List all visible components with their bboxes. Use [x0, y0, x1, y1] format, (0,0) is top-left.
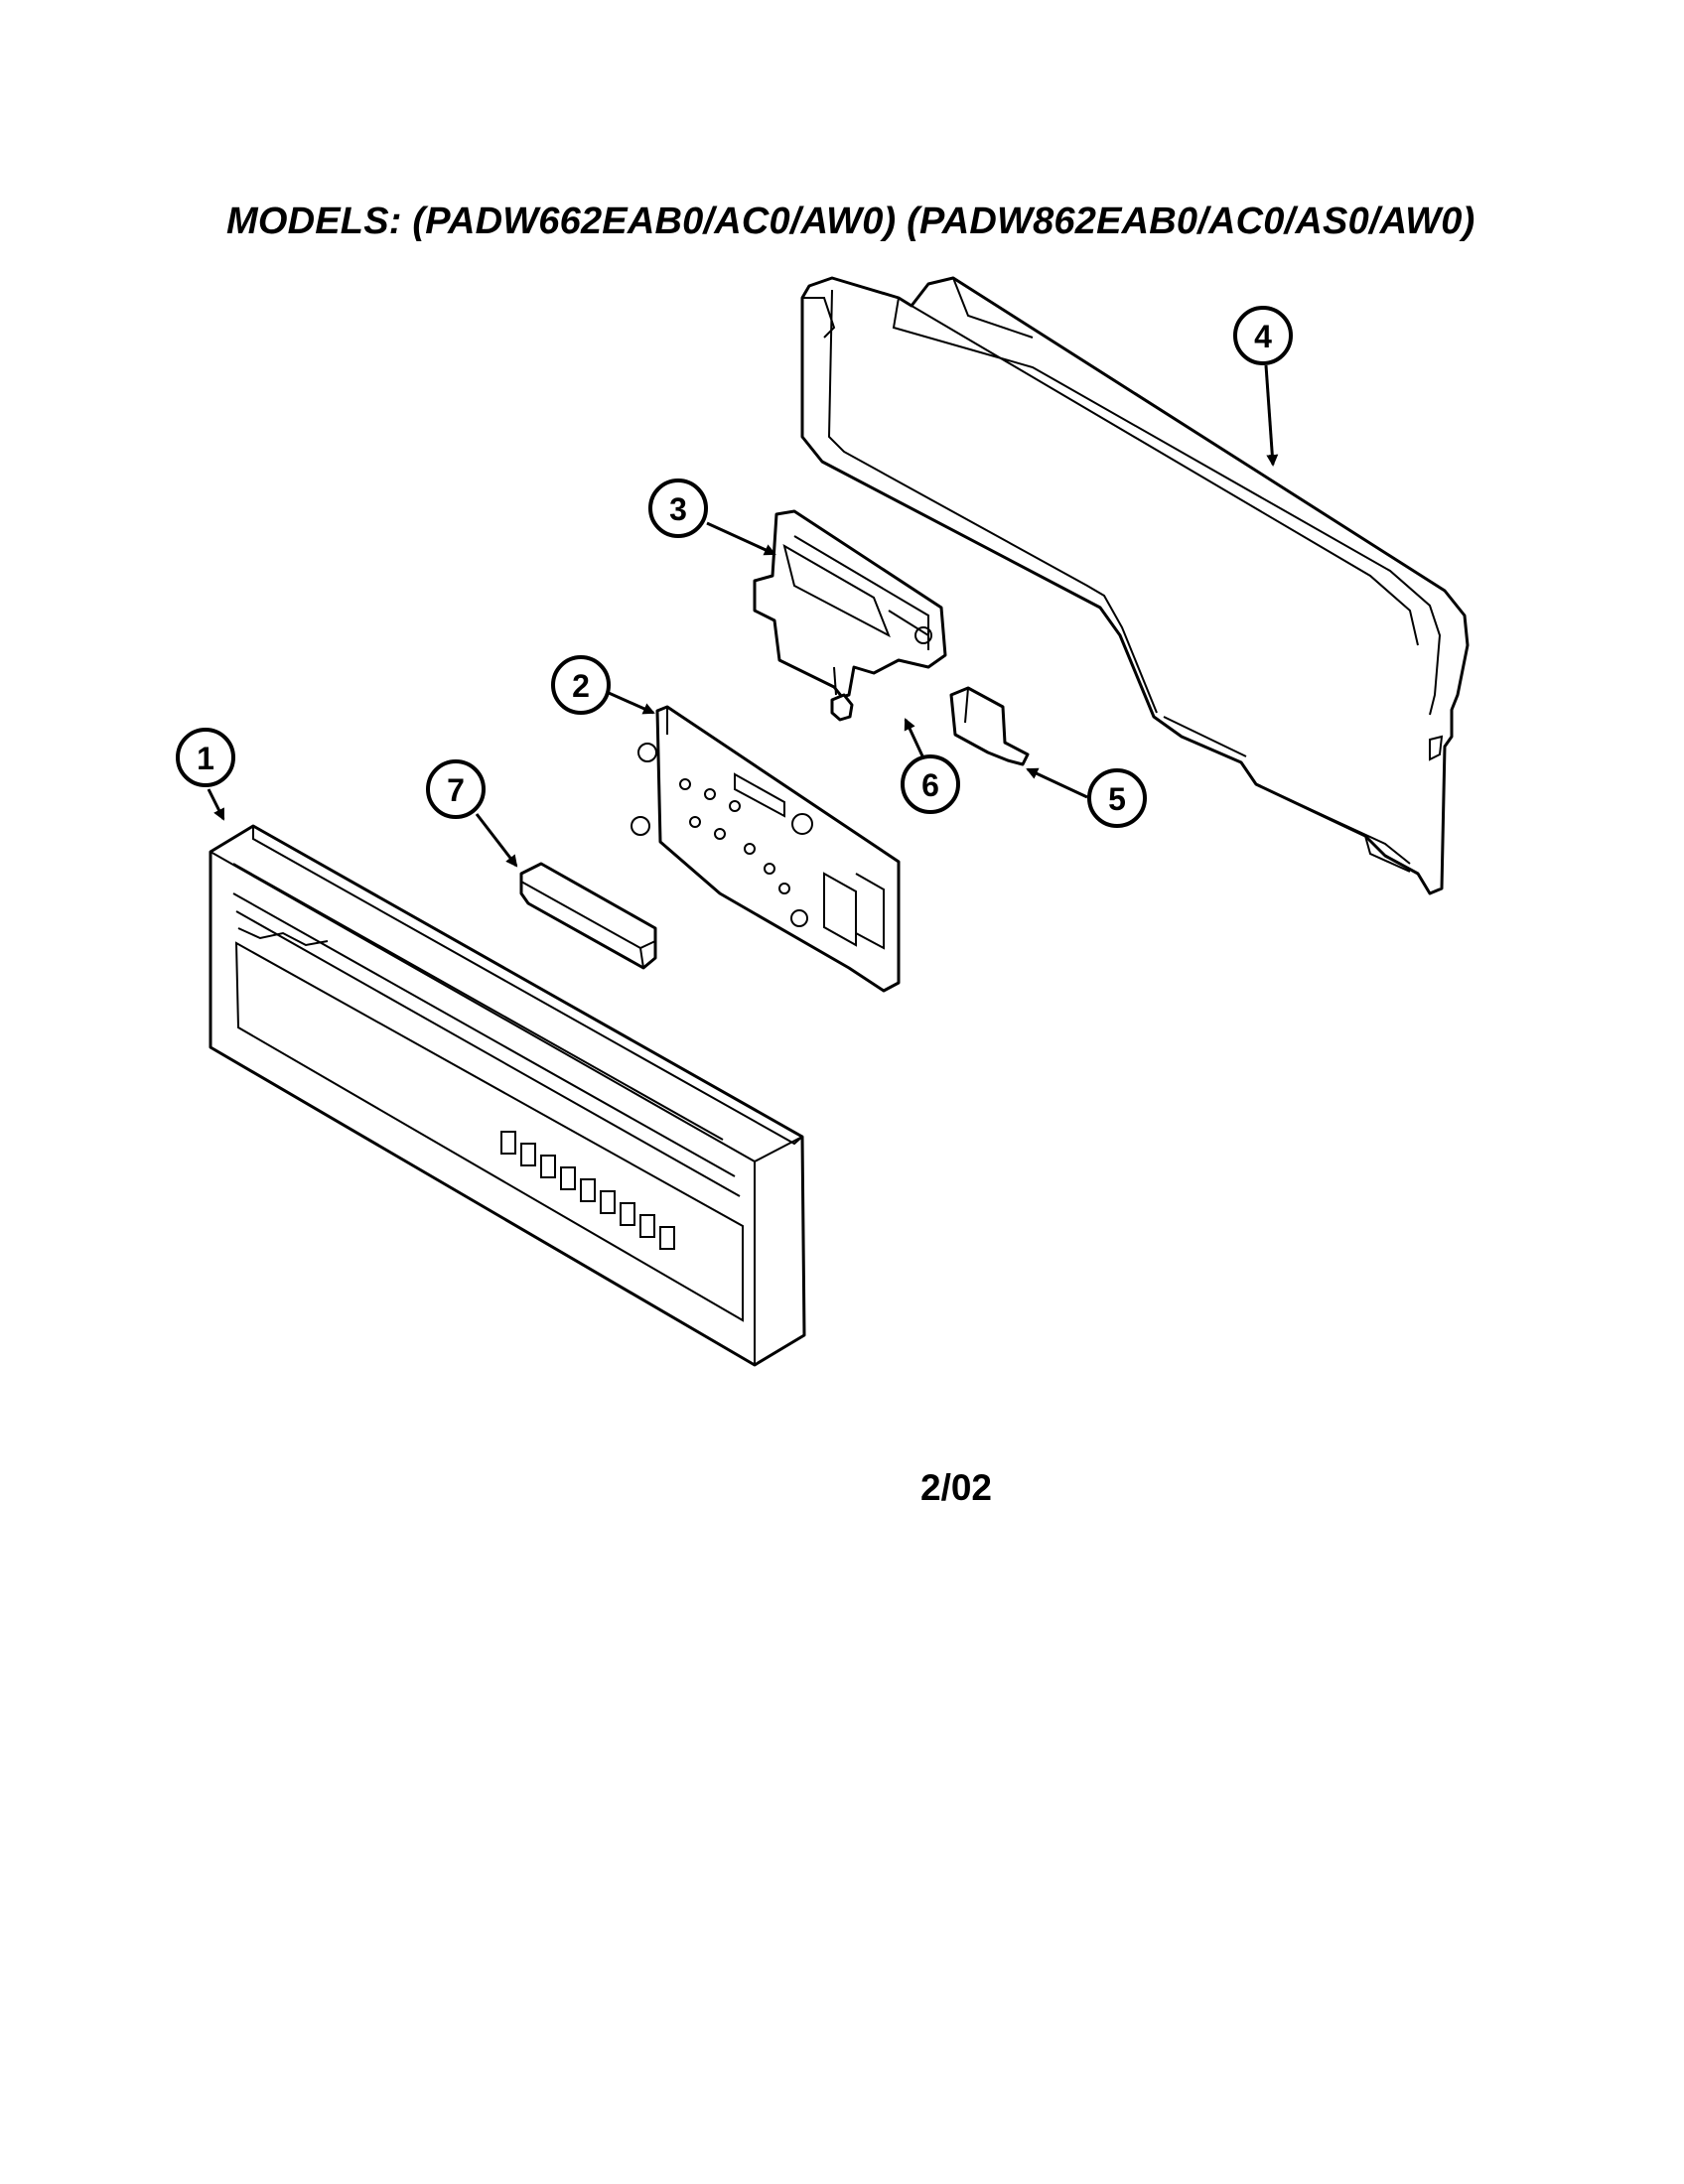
callout-5: 5 [1087, 768, 1147, 828]
callout-6: 6 [901, 754, 960, 814]
callout-7: 7 [426, 759, 486, 819]
callout-2: 2 [551, 655, 611, 715]
leader-lines [207, 364, 1279, 868]
part-4-console-housing [800, 276, 1470, 895]
part-7-bar [519, 862, 657, 970]
revision-date: 2/02 [920, 1467, 993, 1508]
models-title: MODELS: (PADW662EAB0/AC0/AW0) (PADW862EA… [226, 201, 1475, 242]
svg-text:5: 5 [1108, 781, 1126, 817]
svg-text:1: 1 [197, 741, 214, 776]
callout-3: 3 [648, 478, 708, 538]
callout-1: 1 [176, 728, 235, 787]
svg-text:4: 4 [1254, 319, 1272, 354]
part-3-bracket [753, 509, 947, 699]
svg-text:7: 7 [447, 772, 465, 808]
part-2-control-board [631, 705, 901, 993]
part-5-switch [949, 686, 1030, 766]
part-6-pin [830, 693, 854, 722]
panel-buttons [500, 1131, 675, 1250]
callout-4: 4 [1233, 306, 1293, 365]
svg-text:3: 3 [669, 491, 687, 527]
svg-text:6: 6 [921, 767, 939, 803]
part-1-front-panel [209, 824, 806, 1367]
svg-text:2: 2 [572, 668, 590, 704]
